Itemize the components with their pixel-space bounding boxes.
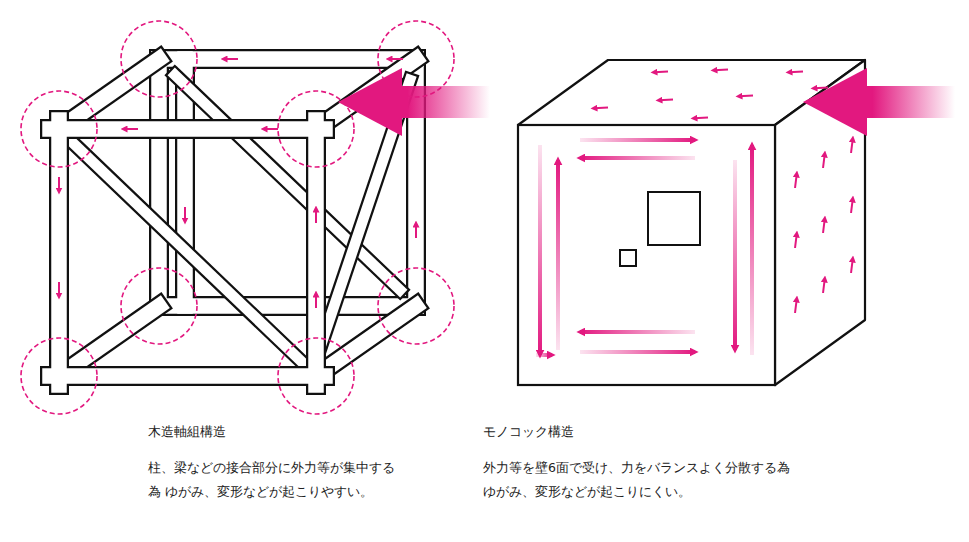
- force-arrow: [389, 58, 403, 60]
- force-arrow: [415, 224, 417, 238]
- member-fill: [72, 142, 303, 363]
- force-arrow: [58, 177, 60, 191]
- window: [648, 192, 700, 245]
- joint-circle: [121, 21, 197, 97]
- joint-circle: [21, 91, 97, 167]
- force-arrow: [58, 282, 60, 296]
- force-arrow: [124, 128, 138, 130]
- force-arrow: [184, 207, 186, 221]
- joint-circles: [21, 21, 454, 414]
- force-arrow: [789, 71, 803, 74]
- force-arrows: [536, 70, 853, 355]
- frame-members: [50, 120, 325, 385]
- force-arrow: [795, 299, 797, 313]
- member-outline: [49, 120, 69, 385]
- member-fill: [50, 368, 325, 384]
- structure-heading: モノコック構造: [483, 420, 803, 444]
- force-arrow: [851, 139, 853, 153]
- force-arrow: [264, 128, 278, 130]
- force-arrow: [654, 71, 668, 74]
- structure-description: 外力等を壁6面で受け、力をバランスよく分散する為 ゆがみ、変形などが起こりにくい…: [483, 456, 791, 504]
- force-arrow: [795, 174, 797, 188]
- monocoque-box: [518, 60, 865, 385]
- frame-members: [59, 59, 416, 376]
- force-flow-arrow: [538, 145, 542, 355]
- force-arrow: [851, 259, 853, 273]
- force-arrow: [851, 199, 853, 213]
- force-arrow: [315, 209, 317, 223]
- member-fill: [308, 120, 324, 385]
- joint-circle: [21, 338, 97, 414]
- force-flow-arrow: [580, 330, 695, 334]
- force-flow-arrow: [580, 156, 695, 160]
- force-arrow: [224, 58, 238, 60]
- arrow-tail: [865, 86, 955, 118]
- member-outline: [50, 119, 325, 139]
- force-flow-arrow: [733, 160, 737, 350]
- force-arrow: [594, 107, 608, 110]
- window: [620, 250, 636, 266]
- force-arrow: [659, 99, 673, 102]
- joint-circle: [378, 268, 454, 344]
- force-arrow: [814, 87, 828, 90]
- external-force-arrow: [803, 68, 955, 136]
- force-arrow: [315, 294, 317, 308]
- force-arrow: [714, 69, 728, 72]
- force-flow-arrow: [580, 350, 695, 354]
- joint-circle: [121, 268, 197, 344]
- force-arrows: [59, 59, 416, 308]
- force-flow-arrow: [750, 145, 754, 355]
- force-flow-arrow: [556, 160, 560, 350]
- force-flow-arrow: [536, 353, 552, 357]
- timber-frame: [50, 59, 416, 385]
- member-outline: [72, 142, 303, 363]
- arrow-tail: [400, 86, 490, 118]
- force-arrow: [823, 279, 825, 293]
- member-outline: [306, 120, 326, 385]
- box-front: [518, 125, 775, 385]
- force-arrow: [739, 95, 753, 98]
- force-flow-arrow: [580, 138, 695, 142]
- structure-description: 柱、梁などの接合部分に外力等が集中する為 ゆがみ、変形などが起こりやすい。: [148, 456, 406, 504]
- force-arrow: [823, 219, 825, 233]
- member-fill: [51, 120, 67, 385]
- arrow-head: [338, 68, 402, 136]
- force-arrow: [694, 117, 708, 120]
- arrow-head: [803, 68, 867, 136]
- member-outline: [50, 366, 325, 386]
- member-fill: [50, 121, 325, 137]
- structure-heading: 木造軸組構造: [148, 420, 448, 444]
- joint-circle: [278, 338, 354, 414]
- force-arrow: [823, 154, 825, 168]
- force-arrow: [795, 234, 797, 248]
- external-force-arrow: [338, 68, 490, 136]
